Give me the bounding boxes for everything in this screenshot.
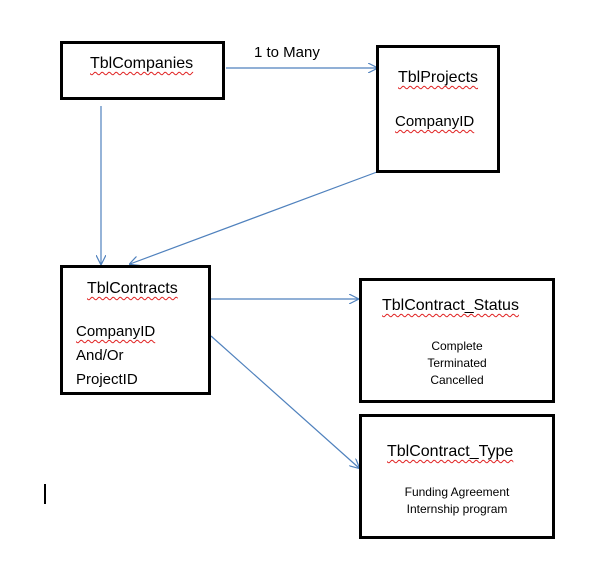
contracts-field-andor: And/Or xyxy=(76,347,124,364)
arrow-contracts-to-type xyxy=(210,335,359,468)
table-projects: TblProjects CompanyID xyxy=(376,45,500,173)
table-contracts-name: TblContracts xyxy=(87,280,178,297)
status-value-complete: Complete xyxy=(431,339,483,353)
table-companies-name: TblCompanies xyxy=(90,55,194,72)
status-value-terminated: Terminated xyxy=(427,356,487,370)
contracts-field-projectid: ProjectID xyxy=(76,371,138,388)
table-contract-type-name: TblContract_Type xyxy=(387,443,514,460)
contracts-field-companyid: CompanyID xyxy=(76,323,156,340)
type-value-internship-program: Internship program xyxy=(406,502,508,516)
status-value-cancelled: Cancelled xyxy=(430,373,484,387)
text-cursor xyxy=(44,484,46,504)
table-companies: TblCompanies xyxy=(60,41,225,100)
relationship-label: 1 to Many xyxy=(254,44,320,61)
table-projects-name: TblProjects xyxy=(398,69,479,86)
table-contract-status-name: TblContract_Status xyxy=(382,297,519,314)
type-value-funding-agreement: Funding Agreement xyxy=(404,485,510,499)
table-contract-type: TblContract_Type Funding Agreement Inter… xyxy=(359,414,555,539)
projects-field-companyid: CompanyID xyxy=(395,113,475,130)
arrow-projects-to-contracts xyxy=(130,171,378,264)
table-contract-status: TblContract_Status Complete Terminated C… xyxy=(359,278,555,403)
table-contracts: TblContracts CompanyID And/Or ProjectID xyxy=(60,265,211,395)
